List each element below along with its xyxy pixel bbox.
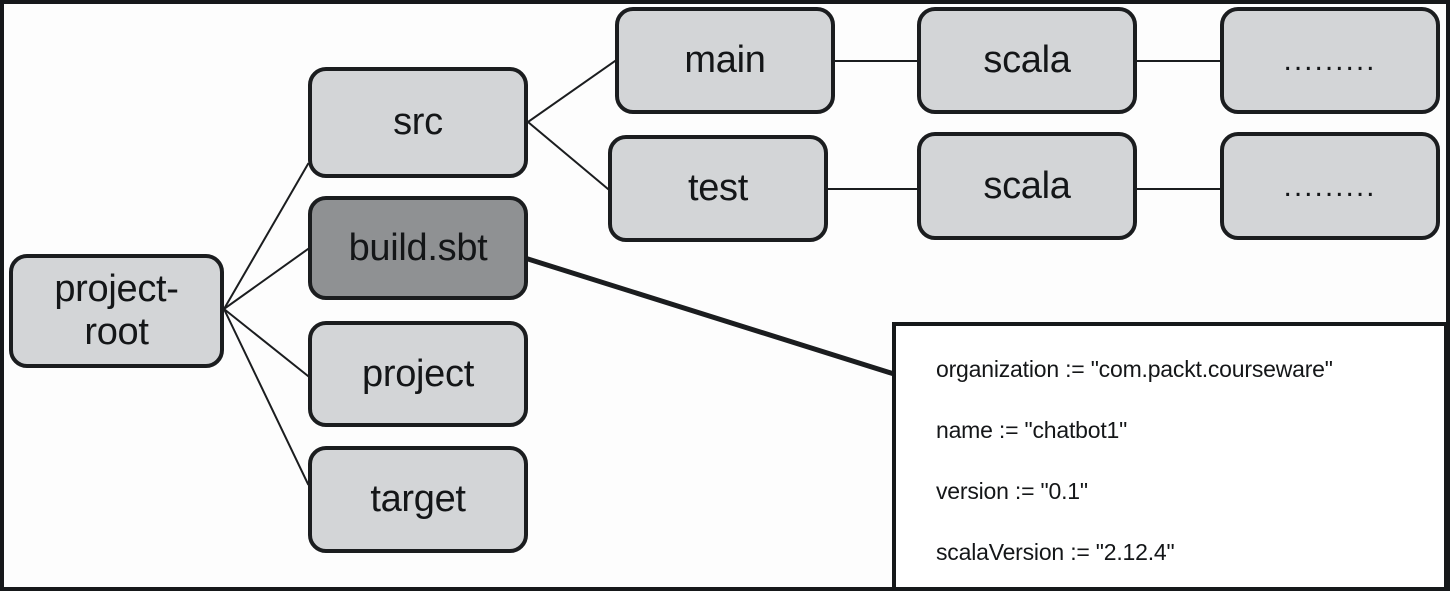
edge-build-sbt-to-codebox xyxy=(524,255,898,378)
node-label-scala-test: scala xyxy=(983,164,1071,207)
edge-src-to-main xyxy=(526,59,617,124)
code-line-name: name := "chatbot1" xyxy=(936,417,1128,443)
node-label-src: src xyxy=(393,101,443,144)
node-label-project: project xyxy=(362,352,474,395)
edge-src-to-test xyxy=(526,120,610,191)
code-line-version: version := "0.1" xyxy=(936,478,1088,504)
node-label-ellipsis-main: ......... xyxy=(1283,44,1377,77)
node-main[interactable]: main xyxy=(615,7,835,114)
node-ellipsis-main[interactable]: ......... xyxy=(1220,7,1440,114)
node-label-scala-main: scala xyxy=(983,39,1071,82)
build-sbt-contents-box: organization := "com.packt.courseware" na… xyxy=(892,322,1446,587)
node-build-sbt[interactable]: build.sbt xyxy=(308,196,528,300)
edge-root-to-target xyxy=(222,307,310,486)
node-label-main: main xyxy=(684,39,766,82)
code-line-organization: organization := "com.packt.courseware" xyxy=(936,356,1333,382)
node-test[interactable]: test xyxy=(608,135,828,242)
edge-root-to-build-sbt xyxy=(222,247,310,311)
code-line-scalaVersion: scalaVersion := "2.12.4" xyxy=(936,539,1175,565)
node-target[interactable]: target xyxy=(308,446,528,553)
node-scala-test[interactable]: scala xyxy=(917,132,1137,240)
node-label-project-root: project- root xyxy=(54,268,179,353)
node-project-root[interactable]: project- root xyxy=(9,254,224,368)
node-label-build-sbt: build.sbt xyxy=(348,226,488,269)
node-scala-main[interactable]: scala xyxy=(917,7,1137,114)
node-label-target: target xyxy=(370,478,466,521)
node-label-ellipsis-test: ......... xyxy=(1283,169,1377,203)
node-src[interactable]: src xyxy=(308,67,528,178)
edge-root-to-project xyxy=(222,307,310,378)
node-label-test: test xyxy=(687,167,749,210)
edge-root-to-src xyxy=(222,162,310,311)
node-project[interactable]: project xyxy=(308,321,528,427)
node-ellipsis-test[interactable]: ......... xyxy=(1220,132,1440,240)
